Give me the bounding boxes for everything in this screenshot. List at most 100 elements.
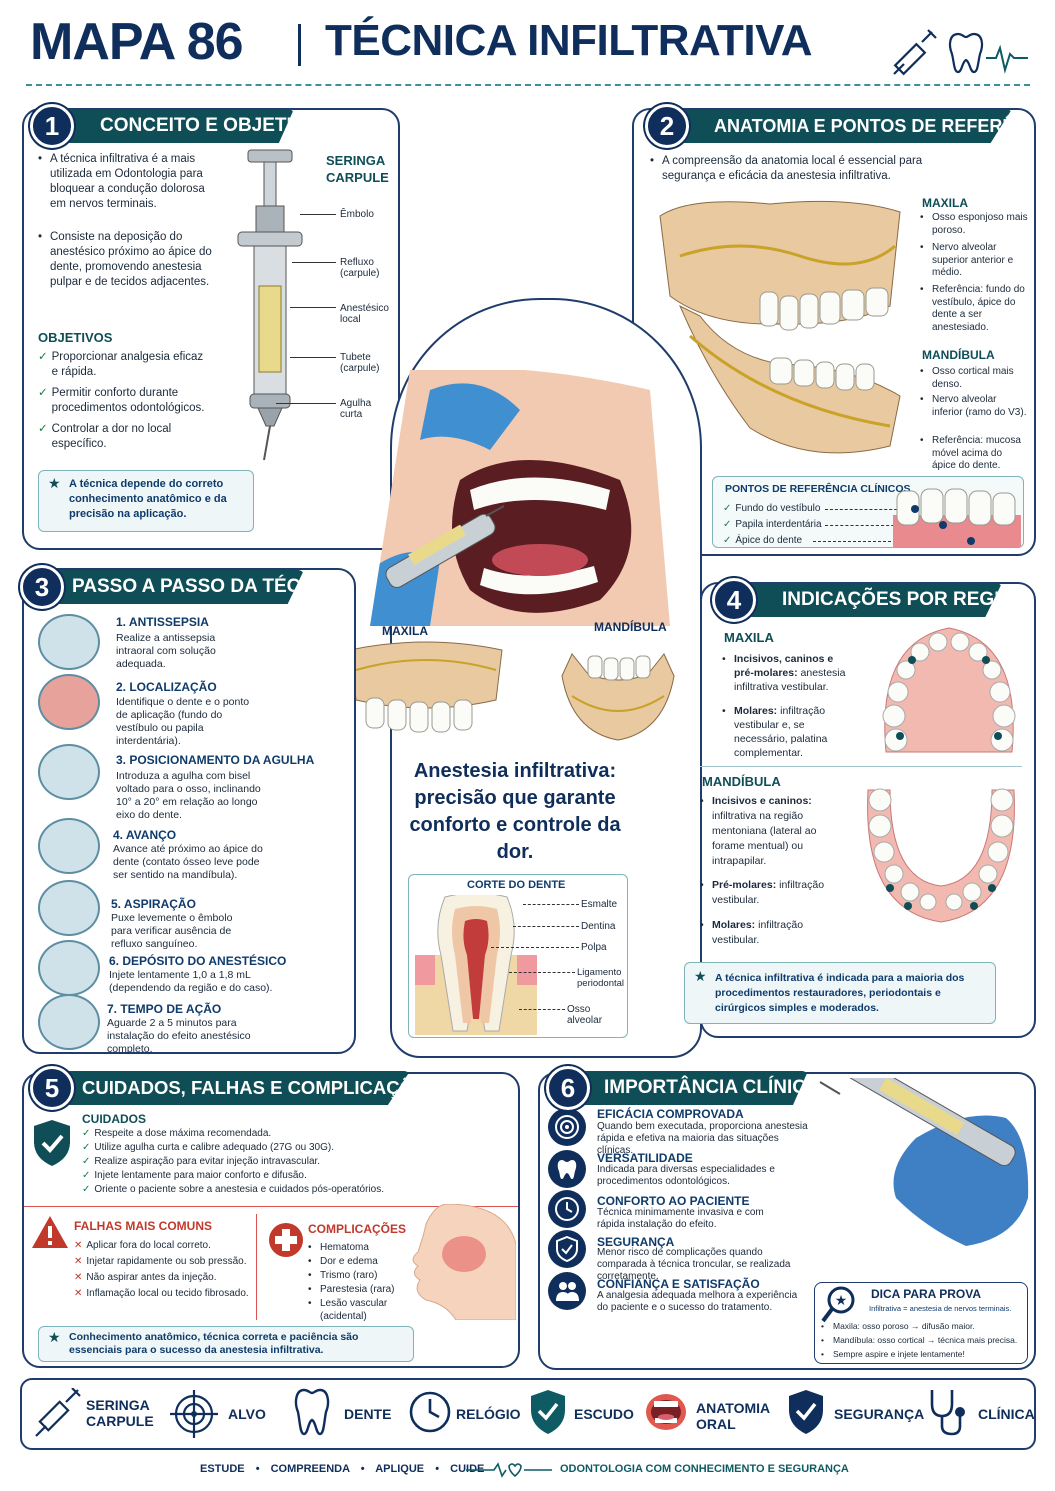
clock-icon [38, 994, 100, 1050]
objective-item: ✓Proporcionar analgesia eficaz e rápida. [38, 350, 208, 380]
clock-icon [409, 1391, 451, 1433]
importance-description: A analgesia adequada melhora a experiênc… [597, 1290, 798, 1313]
objective-item: ✓Controlar a dor no local específico. [38, 422, 208, 452]
complications-divider [256, 1214, 257, 1320]
anatomy-intro: A compreensão da anatomia local é essenc… [650, 154, 952, 184]
care-item: ✓Oriente o paciente sobre a anestesia e … [82, 1184, 384, 1197]
footer-label-syringe: SERINGA CARPULE [86, 1397, 154, 1429]
indications-mand-title: MANDÍBULA [702, 774, 781, 789]
indications-maxila-item: Molares: infiltração vestibular e, se ne… [722, 704, 852, 760]
aspiration-icon [38, 880, 100, 936]
leader-line [825, 509, 907, 510]
region-text: infiltrativa na região mentoniana (later… [712, 810, 817, 867]
section-title-text: ANATOMIA E PONTOS DE REFERÊNCIA [714, 115, 1055, 136]
leader-line [292, 262, 336, 263]
section-title-text: PASSO A PASSO DA TÉCNICA [72, 576, 347, 597]
care-note-text: Conhecimento anatômico, técnica correta … [69, 1331, 359, 1356]
care-item: ✓Utilize agulha curta e calibre adequado… [82, 1142, 334, 1155]
step-title: 1. ANTISSEPSIA [116, 615, 209, 629]
check-icon: ✓ [82, 1184, 91, 1195]
clinical-reference-item: ✓Ápice do dente [723, 535, 802, 548]
leader-line [276, 403, 336, 404]
tooth-label-bone: Osso alveolar [567, 1004, 603, 1026]
shield-icon [531, 1390, 565, 1434]
indications-mand-item: Incisivos e caninos: infiltrativa na reg… [700, 794, 838, 869]
x-icon: ✕ [74, 1256, 83, 1267]
anatomy-mand-item: Referência: mucosa móvel acima do ápice … [920, 435, 1028, 473]
motto-word: APLIQUE [375, 1463, 425, 1475]
target-icon [170, 1390, 218, 1438]
anatomy-maxila-title: MAXILA [922, 196, 968, 210]
gloved-hand-syringe-illustration [819, 1078, 1029, 1246]
anatomy-maxila-item: Referência: fundo do vestíbulo, ápice do… [920, 284, 1028, 334]
indications-maxila-item: Incisivos, caninos e pré-molares: aneste… [722, 652, 852, 694]
page-subtitle: TÉCNICA INFILTRATIVA [325, 16, 812, 65]
needle-icon [38, 744, 100, 800]
leader-line [813, 541, 951, 542]
concept-bullet-1: A técnica infiltrativa é a mais utilizad… [38, 152, 218, 212]
tooth-label-enamel: Esmalte [581, 899, 618, 910]
leader-line [491, 947, 579, 948]
indications-divider [700, 766, 1022, 767]
objective-item: ✓Permitir conforto durante procedimentos… [38, 386, 208, 416]
section-title-anatomy: ANATOMIA E PONTOS DE REFERÊNCIA [656, 109, 1012, 143]
indications-mand-item: Molares: infiltração vestibular. [700, 918, 838, 948]
step-title: 2. LOCALIZAÇÃO [116, 680, 217, 694]
complication-item: Trismo (raro) [308, 1270, 400, 1283]
star-icon: ★ [48, 1329, 61, 1345]
mandibula-section-illustration [561, 653, 675, 741]
care-text: Respeite a dose máxima recomendada. [94, 1128, 272, 1139]
clinical-reference-item: ✓Fundo do vestíbulo [723, 503, 820, 516]
exam-tip-box: ★ DICA PARA PROVA Infiltrativa = anestes… [814, 1282, 1028, 1364]
concept-bullet-2: Consiste na deposição do anestésico próx… [38, 230, 218, 290]
footer-label-shield: ESCUDO [574, 1406, 634, 1422]
upper-arch-illustration [882, 627, 1016, 753]
region-label: Molares: [734, 705, 778, 717]
syringe-label-cartridge: Tubete (carpule) [340, 352, 380, 374]
leader-line [513, 926, 579, 927]
clinical-references-title: PONTOS DE REFERÊNCIA CLÍNICOS [725, 483, 911, 495]
mouth-icon [38, 674, 100, 730]
failure-item: ✕Injetar rapidamente ou sob pressão. [74, 1256, 247, 1269]
motto-word: COMPREENDA [270, 1463, 350, 1475]
step-title: 7. TEMPO DE AÇÃO [107, 1002, 222, 1016]
maxila-section-illustration [349, 641, 503, 733]
motto-separator: • [360, 1463, 365, 1475]
step-title: 4. AVANÇO [113, 828, 177, 842]
leader-line [509, 972, 575, 973]
complication-item: Dor e edema [308, 1256, 400, 1269]
exam-tip-item: Maxila: osso poroso → difusão maior. [821, 1321, 1023, 1332]
footer-label-safety: SEGURANÇA [834, 1406, 925, 1422]
section-title-importance: IMPORTÂNCIA CLÍNICA [558, 1071, 808, 1105]
clock-icon [548, 1190, 586, 1228]
region-text: anestesia infiltrativa vestibular. [734, 667, 846, 693]
jaw-anatomy-illustration [659, 200, 901, 454]
failure-text: Inflamação local ou tecido fibrosado. [86, 1288, 249, 1299]
importance-description: Indicada para diversas especialidades e … [597, 1164, 775, 1187]
care-text: Realize aspiração para evitar injeção in… [94, 1156, 321, 1167]
care-item: ✓Realize aspiração para evitar injeção i… [82, 1156, 320, 1169]
importance-title: EFICÁCIA COMPROVADA [597, 1107, 744, 1121]
leader-line [300, 214, 336, 215]
center-mandibula-label: MANDÍBULA [594, 620, 667, 634]
footer-label-oral-anatomy: ANATOMIA ORAL [696, 1400, 770, 1432]
tooth-label-dentin: Dentina [581, 921, 616, 932]
region-label: Incisivos, caninos e pré-molares: [734, 653, 834, 679]
care-text: Utilize agulha curta e calibre adequado … [94, 1142, 334, 1153]
exam-tip-subtitle: Infiltrativa = anestesia de nervos termi… [869, 1304, 1012, 1313]
step-title: 5. ASPIRAÇÃO [111, 897, 196, 911]
footer-tagline: ODONTOLOGIA COM CONHECIMENTO E SEGURANÇA [560, 1463, 849, 1475]
failure-text: Não aspirar antes da injeção. [86, 1272, 217, 1283]
indications-note: ★ A técnica infiltrativa é indicada para… [684, 962, 996, 1024]
failure-item: ✕Não aspirar antes da injeção. [74, 1272, 216, 1285]
importance-title: VERSATILIDADE [597, 1151, 693, 1165]
complication-item: Hematoma [308, 1242, 400, 1255]
tooth-label-pulp: Polpa [581, 942, 607, 953]
center-maxila-label: MAXILA [382, 624, 428, 638]
importance-description: Menor risco de complicações quando compa… [597, 1247, 791, 1282]
check-icon: ✓ [723, 535, 732, 546]
step-description: Identifique o dente e o ponto de aplicaç… [116, 696, 250, 747]
svg-text:★: ★ [835, 1292, 848, 1308]
objective-text: Controlar a dor no local específico. [51, 423, 172, 450]
failure-item: ✕Aplicar fora do local correto. [74, 1240, 211, 1253]
